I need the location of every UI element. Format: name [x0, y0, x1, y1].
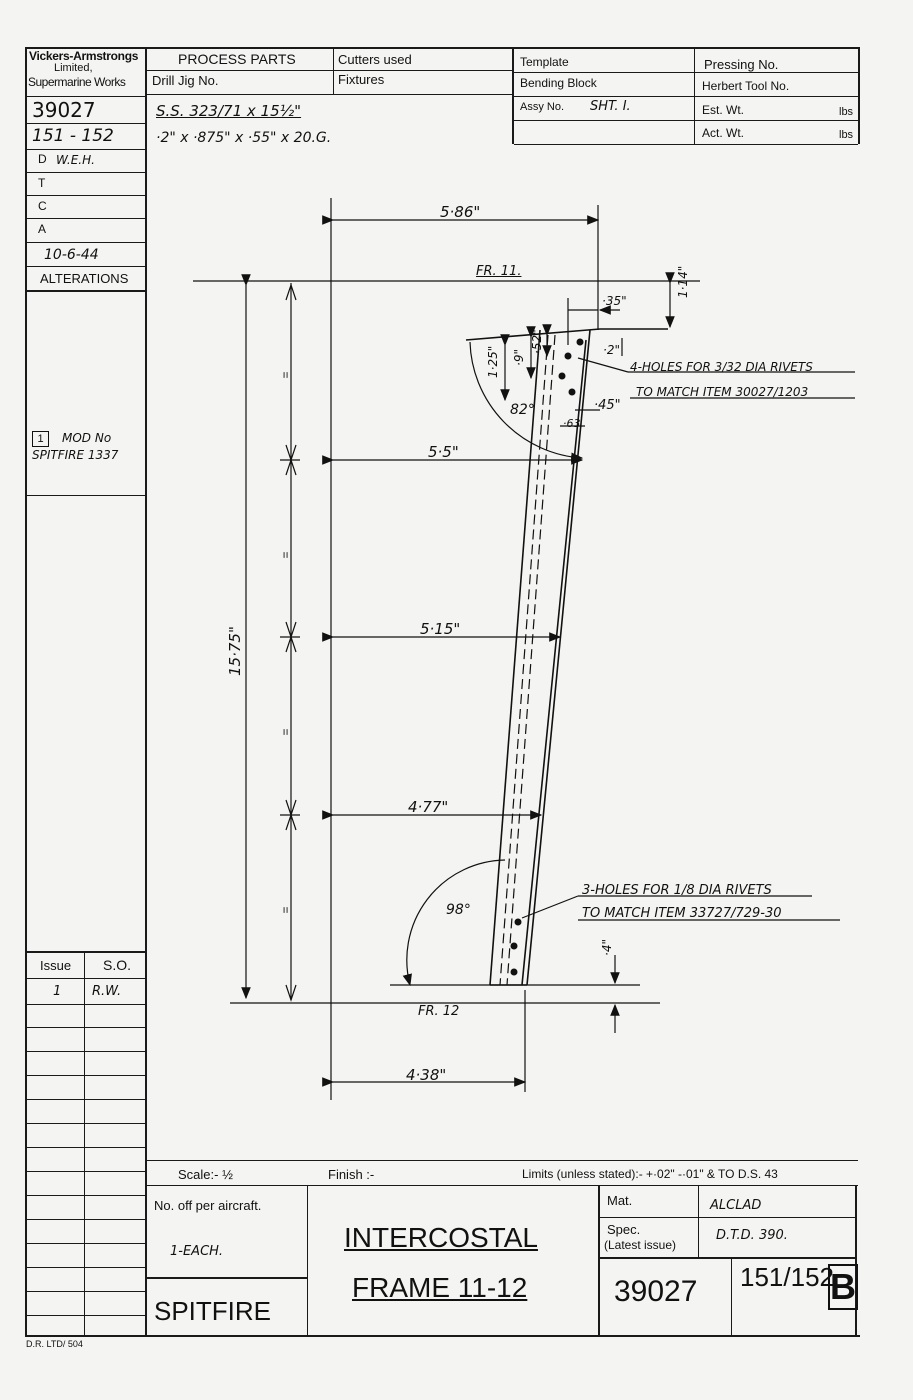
sidebar-t: T — [38, 176, 46, 190]
rivet-holes — [510, 338, 584, 976]
mod-label: MOD No — [62, 431, 112, 445]
process-parts-label: PROCESS PARTS — [178, 51, 296, 67]
act-wt-label: Act. Wt. — [702, 126, 744, 140]
company-works: Supermarine Works — [28, 75, 126, 89]
dim-55: 5·5" — [428, 443, 459, 461]
sidebar-d-initials: W.E.H. — [56, 153, 95, 167]
template-label: Template — [520, 55, 569, 69]
so-value: R.W. — [92, 984, 122, 999]
rivet-hole — [510, 968, 518, 976]
fr11-label: FR. 11. — [476, 264, 522, 279]
rivet-hole — [576, 338, 584, 346]
bending-block-label: Bending Block — [520, 76, 597, 90]
company-name: Vickers-Armstrongs — [29, 49, 139, 63]
dim-35: ·35" — [602, 294, 627, 308]
rivet-hole — [564, 352, 572, 360]
sidebar-item-range: 151 - 152 — [32, 126, 114, 146]
equal-mark-4: = — [278, 906, 293, 914]
dim-515: 5·15" — [420, 620, 461, 638]
dim-1575: 15·75" — [226, 626, 244, 676]
note-rivets-3-32-line2: TO MATCH ITEM 30027/1203 — [636, 385, 809, 399]
est-wt-label: Est. Wt. — [702, 103, 744, 117]
dim-52: ·52" — [530, 329, 544, 354]
dim-438: 4·38" — [406, 1066, 447, 1084]
cutters-used-label: Cutters used — [338, 52, 412, 67]
assy-no-label: Assy No. — [520, 101, 565, 113]
issue-header: Issue — [40, 958, 72, 973]
company-limited: Limited, — [54, 62, 93, 74]
footer-item-no: 151/152 — [740, 1262, 834, 1292]
dim-overall-top: 5·86" — [440, 203, 481, 221]
issue-value: 1 — [53, 984, 62, 999]
dim-82-deg: 82° — [510, 402, 535, 418]
equal-mark-1: = — [278, 371, 293, 379]
fr12-label: FR. 12 — [418, 1004, 460, 1019]
alterations-label: ALTERATIONS — [40, 271, 129, 286]
dim-63: ·63 — [563, 417, 581, 430]
mat-label: Mat. — [607, 1193, 633, 1208]
issue-letter: B — [828, 1264, 858, 1310]
material-spec-2: ·2" x ·875" x ·55" x 20.G. — [156, 130, 332, 146]
lbs-label-1: lbs — [839, 106, 854, 118]
dim-4: ·4" — [600, 939, 614, 956]
sidebar-d: D — [38, 152, 47, 166]
spec-value: D.T.D. 390. — [716, 1228, 788, 1243]
quantity-value: 1-EACH. — [170, 1244, 224, 1259]
sidebar-a: A — [38, 222, 47, 236]
dim-9: ·9" — [512, 349, 526, 366]
assy-no-value: SHT. I. — [590, 99, 631, 114]
dim-98-deg: 98° — [446, 902, 471, 918]
note-rivets-1-8-line2: TO MATCH ITEM 33727/729-30 — [582, 906, 782, 921]
note-rivets-3-32-line1: 4-HOLES FOR 3/32 DIA RIVETS — [630, 360, 813, 374]
fixtures-label: Fixtures — [338, 72, 385, 87]
mod-ref: SPITFIRE 1337 — [32, 448, 119, 462]
equal-mark-3: = — [278, 728, 293, 736]
sidebar-date: 10-6-44 — [44, 247, 99, 263]
sidebar-c: C — [38, 199, 47, 213]
dim-114: 1·14" — [676, 265, 690, 298]
mat-value: ALCLAD — [710, 1198, 762, 1213]
rivet-hole — [568, 388, 576, 396]
spec-label-latest: (Latest issue) — [604, 1238, 677, 1252]
material-spec-1: S.S. 323/71 x 15½" — [156, 102, 302, 120]
form-ref: D.R. LTD/ 504 — [26, 1339, 83, 1349]
footer-drawing-no: 39027 — [614, 1275, 698, 1308]
finish-label: Finish :- — [328, 1167, 375, 1182]
lbs-label-2: lbs — [839, 129, 854, 141]
dim-477: 4·77" — [408, 798, 449, 816]
drill-jig-label: Drill Jig No. — [152, 73, 219, 88]
limits-label: Limits (unless stated):- +·02" -·01" & T… — [522, 1167, 778, 1181]
title-line-2: FRAME 11-12 — [352, 1272, 528, 1303]
dim-45: ·45" — [594, 398, 621, 413]
mod-box: 1 — [32, 431, 49, 447]
so-header: S.O. — [103, 957, 132, 973]
title-line-1: INTERCOSTAL — [344, 1222, 538, 1253]
rivet-hole — [510, 942, 518, 950]
aircraft-name: SPITFIRE — [154, 1296, 272, 1326]
pressing-no-label: Pressing No. — [704, 57, 779, 72]
note-rivets-1-8-line1: 3-HOLES FOR 1/8 DIA RIVETS — [582, 883, 772, 898]
rivet-hole — [558, 372, 566, 380]
spec-label: Spec. — [607, 1222, 641, 1237]
dim-125: 1·25" — [486, 345, 500, 378]
sidebar-drawing-no: 39027 — [32, 98, 96, 122]
scale-label: Scale:- ½ — [178, 1167, 233, 1182]
dim-2: ·2" — [603, 343, 620, 357]
herbert-tool-label: Herbert Tool No. — [702, 79, 790, 93]
equal-mark-2: = — [278, 551, 293, 559]
no-off-label: No. off per aircraft. — [154, 1198, 262, 1213]
rivet-hole — [514, 918, 522, 926]
